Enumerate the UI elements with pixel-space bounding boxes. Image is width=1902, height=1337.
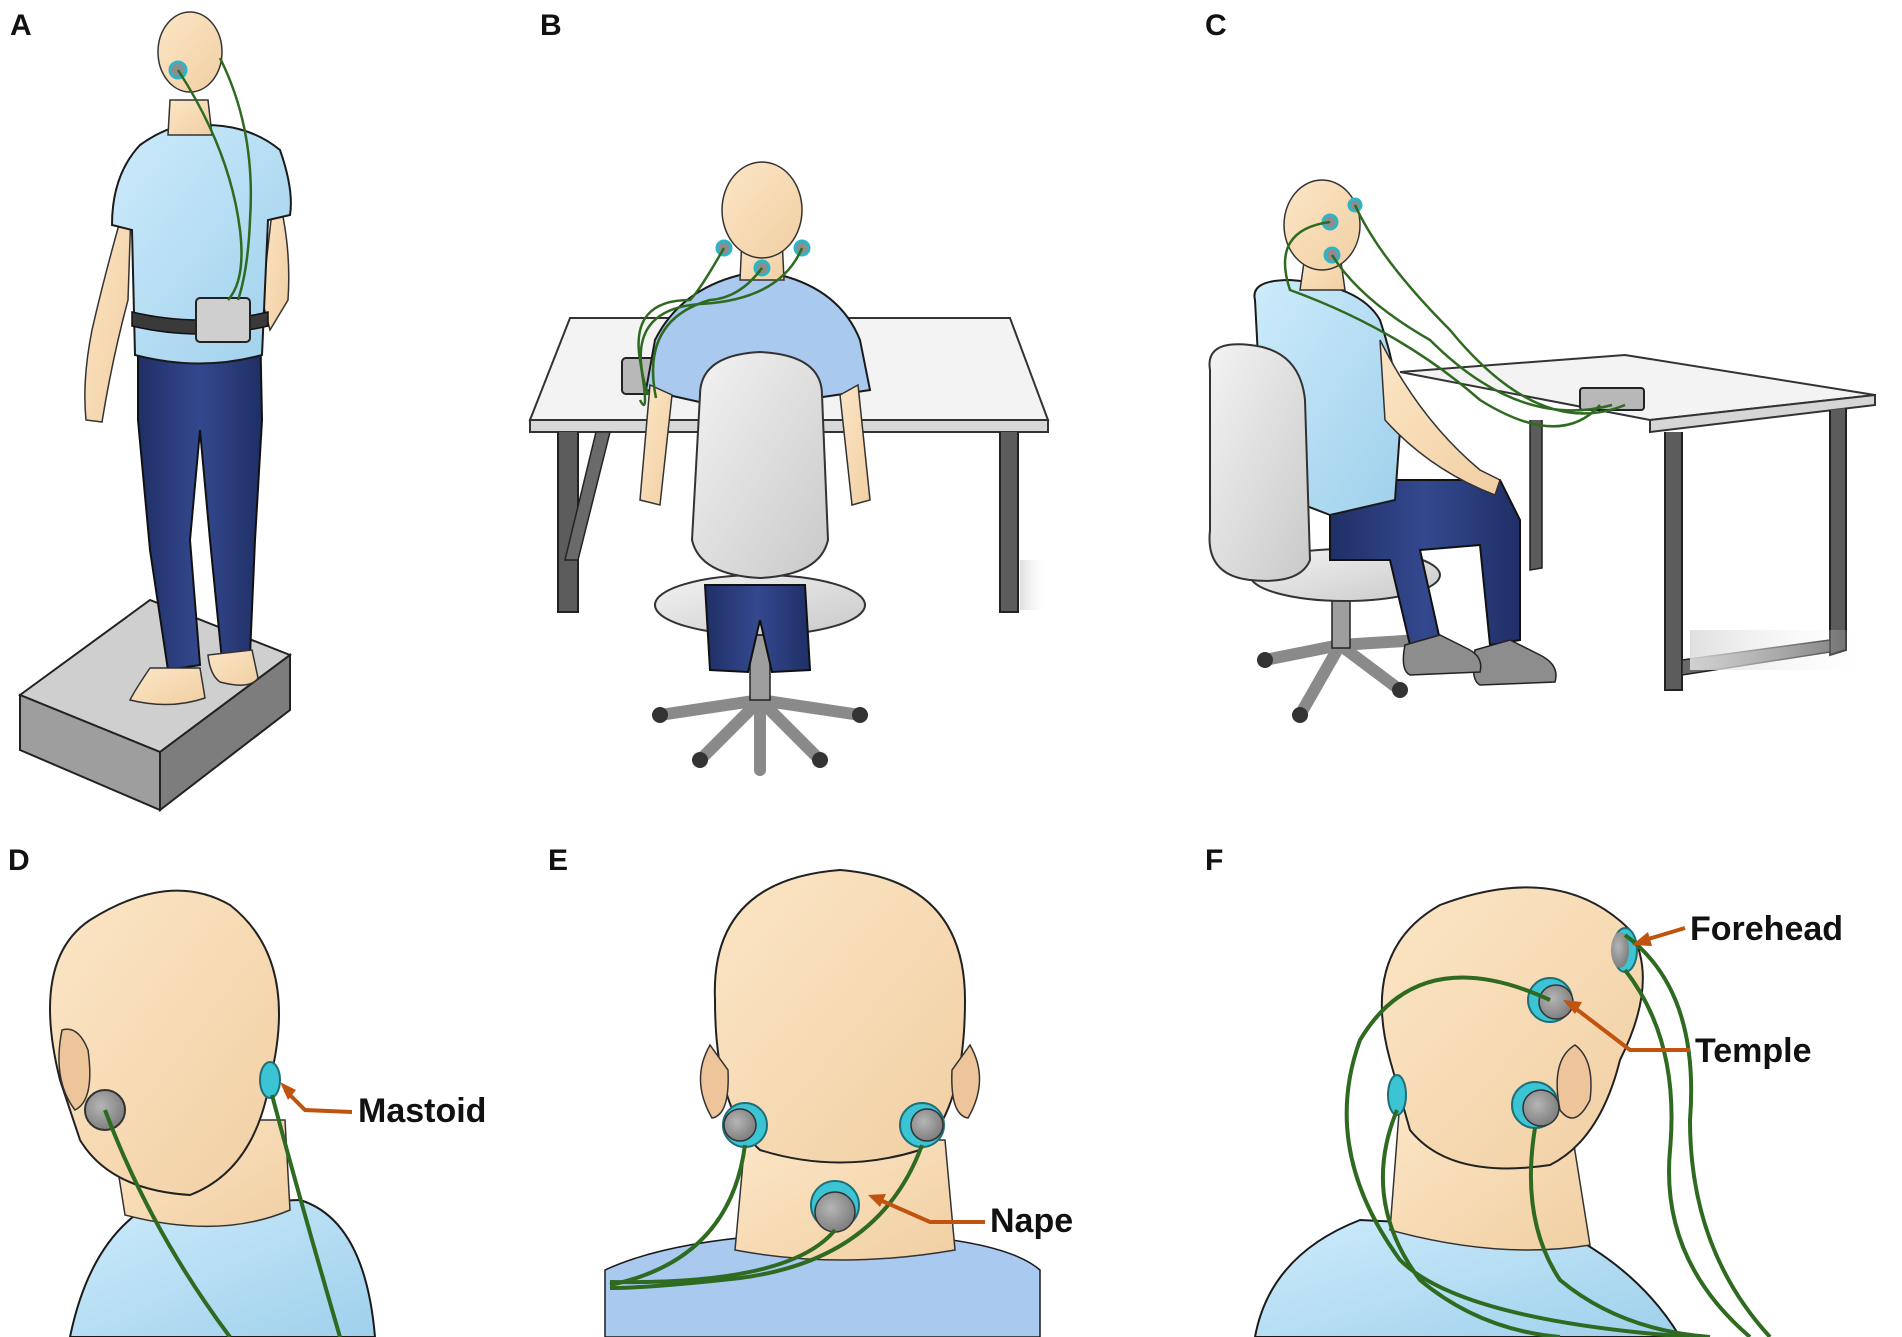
panel-label-c: C [1205,9,1227,42]
callout-temple: Temple [1695,1032,1812,1070]
wires-e [609,1144,924,1290]
nape-arrow [868,1194,985,1224]
temple-arrow [1563,1000,1690,1052]
mastoid-arrow [280,1082,353,1114]
head-e [604,868,1041,1337]
right-mastoid-electrode [899,1102,945,1148]
standing-subject [84,11,292,706]
temple-electrode [1527,977,1574,1023]
amplifier-box [195,297,251,343]
chair-backrest-c [1208,343,1312,582]
panel-label-d: D [8,844,30,877]
wires-f [1344,933,1772,1337]
panel-label-e: E [548,844,568,877]
panel-d: D Mastoid [8,844,486,1337]
panel-e: E Nape [548,844,1073,1337]
panel-b: B [528,9,1050,776]
panel-c: C [1205,9,1880,723]
chair-backrest-b [690,350,830,580]
forehead-arrow [1632,926,1686,946]
callout-nape: Nape [990,1202,1073,1240]
callout-mastoid: Mastoid [358,1092,486,1130]
mastoid-electrode-right [259,1061,281,1099]
panel-label-f: F [1205,844,1223,877]
mastoid-electrode-f [1387,1074,1407,1116]
panel-label-a: A [10,9,32,42]
panel-a: A [10,9,293,813]
wires-c [1283,204,1626,428]
amplifier-box [1579,387,1645,411]
lower-temple-electrode [1511,1081,1560,1129]
head-d [49,889,377,1337]
wires-b [637,247,804,407]
panel-f: F [1205,844,1843,1337]
nape-electrode [810,1180,860,1233]
left-mastoid-electrode [722,1102,768,1148]
head-f [1253,886,1682,1337]
callout-forehead: Forehead [1690,910,1843,948]
panel-label-b: B [540,9,562,42]
